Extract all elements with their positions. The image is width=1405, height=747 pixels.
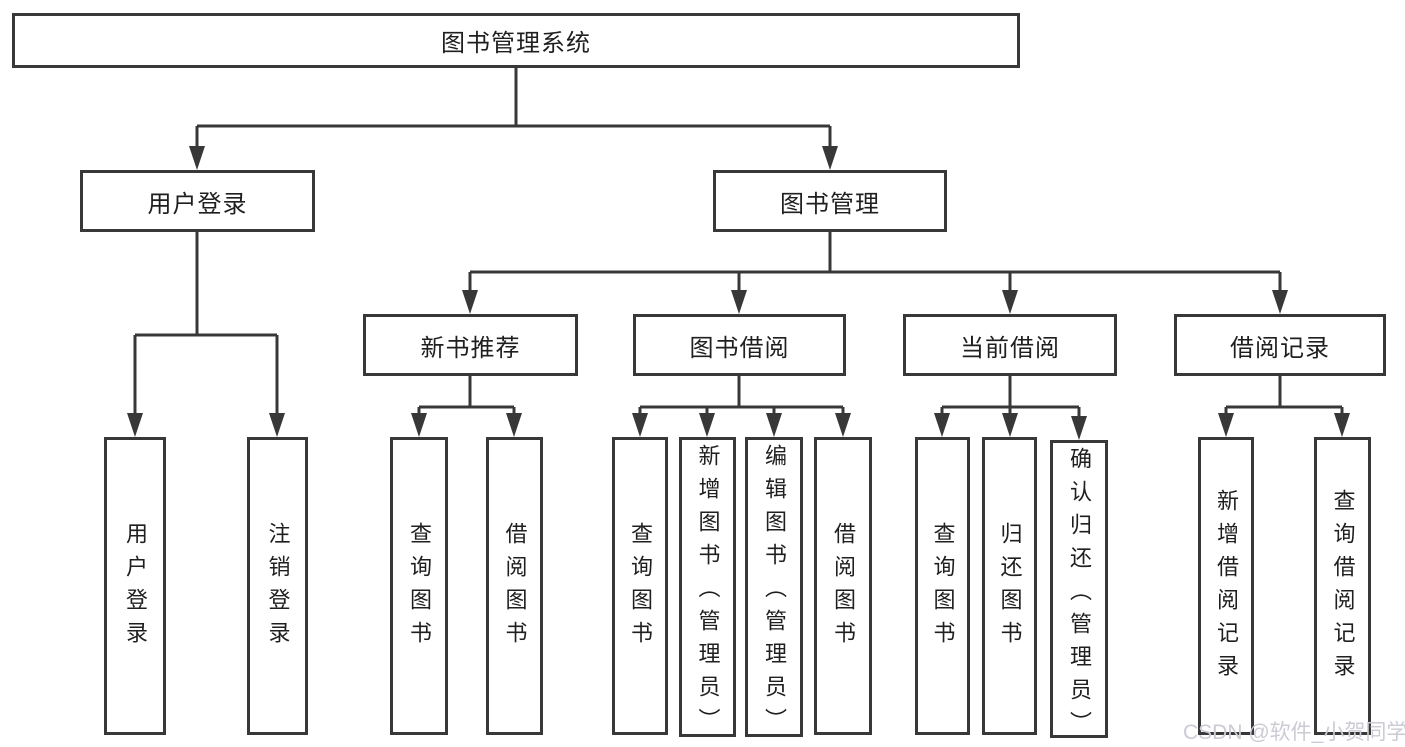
leaf-query-borrow-record: 查询借阅记录 [1314,437,1371,735]
leaf-borrow-book: 借阅图书 [814,437,872,735]
leaf-edit-book-admin: 编辑图书（管理员） [745,437,803,741]
node-book-management: 图书管理 [713,170,947,232]
leaf-logout: 注销登录 [247,437,308,735]
leaf-query-book-current: 查询图书 [915,437,970,735]
node-current-borrow: 当前借阅 [903,314,1117,376]
leaf-add-borrow-record: 新增借阅记录 [1198,437,1254,735]
leaf-user-login: 用户登录 [104,437,166,735]
node-new-book-recommend: 新书推荐 [363,314,578,376]
leaf-query-book-recommend: 查询图书 [390,437,448,735]
node-user-login: 用户登录 [80,170,315,232]
leaf-borrow-book-recommend: 借阅图书 [486,437,543,735]
leaf-return-book: 归还图书 [982,437,1037,735]
node-borrow-records: 借阅记录 [1174,314,1386,376]
leaf-confirm-return-admin: 确认归还（管理员） [1050,440,1108,744]
arrowheads [127,146,1350,440]
node-book-borrow: 图书借阅 [633,314,846,376]
node-library-management-system: 图书管理系统 [12,13,1020,68]
csdn-watermark: CSDN @软件_小贺同学 [1183,721,1405,744]
leaf-add-book-admin: 新增图书（管理员） [679,437,736,741]
leaf-query-book-borrow: 查询图书 [612,437,668,735]
